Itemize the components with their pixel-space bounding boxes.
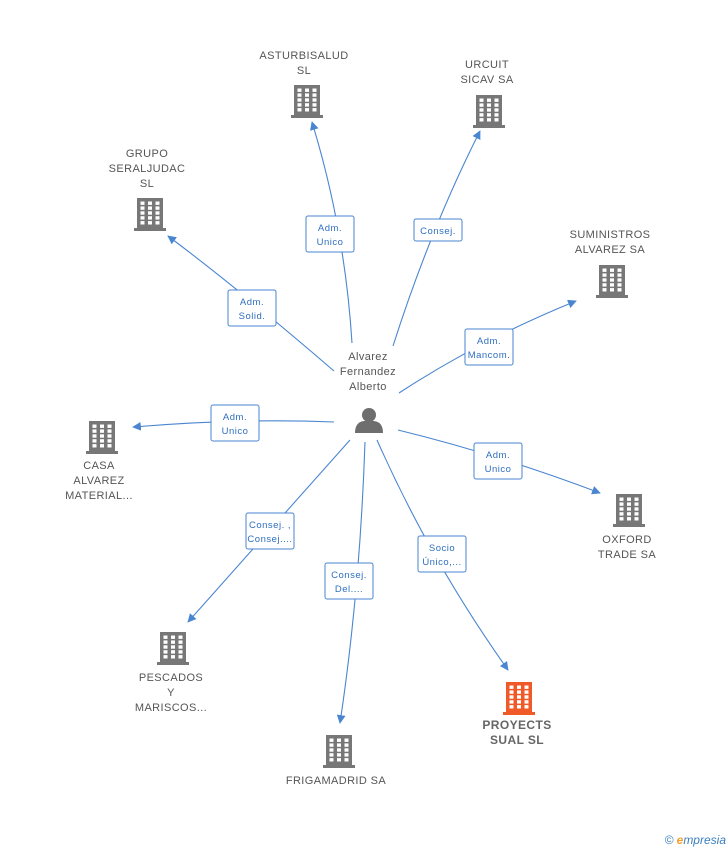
- relation-text: Unico: [222, 426, 249, 437]
- relation-text: Unico: [317, 237, 344, 248]
- company-name: ALVAREZ: [73, 475, 124, 487]
- relation-label-frigamadrid[interactable]: Consej. Del....: [324, 562, 374, 600]
- company-label-suministros[interactable]: SUMINISTROS ALVAREZ SA: [570, 229, 651, 256]
- company-name: PROYECTS: [482, 718, 551, 732]
- company-name: ALVAREZ SA: [575, 244, 645, 256]
- relation-box: [417, 535, 467, 573]
- center-person-name: Fernandez: [340, 366, 396, 378]
- company-name: SUAL SL: [490, 733, 544, 747]
- relation-text: Consej.: [420, 226, 456, 237]
- company-name: SL: [140, 178, 154, 190]
- relation-text: Consej. ,: [249, 520, 291, 531]
- relation-box: [324, 562, 374, 600]
- relation-box: [464, 328, 514, 366]
- relation-text: Consej....: [247, 534, 292, 545]
- building-icon: [503, 682, 535, 715]
- company-name: Y: [167, 687, 175, 699]
- building-icon: [613, 494, 645, 527]
- relation-label-casa[interactable]: Adm. Unico: [210, 404, 260, 442]
- brand-logo-text: mpresia: [683, 833, 726, 847]
- company-name: CASA: [83, 460, 115, 472]
- relation-text: Socio: [429, 543, 455, 554]
- relation-box: [473, 442, 523, 480]
- relation-text: Único,...: [422, 557, 461, 568]
- relation-label-proyects[interactable]: SocioÚnico,...: [417, 535, 467, 573]
- company-name: TRADE SA: [598, 549, 656, 561]
- building-icon: [473, 95, 505, 128]
- company-label-oxford[interactable]: OXFORD TRADE SA: [598, 534, 656, 561]
- company-name: SUMINISTROS: [570, 229, 651, 241]
- company-name: PESCADOS: [139, 672, 203, 684]
- company-name: GRUPO: [126, 148, 168, 160]
- relation-text: Solid.: [239, 311, 266, 322]
- relation-box: [305, 215, 355, 253]
- relation-label-grupo[interactable]: Adm. Solid.: [227, 289, 277, 327]
- company-name: MARISCOS...: [135, 702, 207, 714]
- relation-box: [227, 289, 277, 327]
- copyright-symbol: ©: [664, 833, 674, 847]
- building-icon: [134, 198, 166, 231]
- company-name: OXFORD: [602, 534, 651, 546]
- relation-label-asturbisalud[interactable]: Adm. Unico: [305, 215, 355, 253]
- relation-text: Adm.: [223, 412, 247, 423]
- relation-text: Unico: [485, 464, 512, 475]
- relation-text: Consej.: [331, 570, 367, 581]
- relation-text: Adm.: [240, 297, 264, 308]
- building-icon: [86, 421, 118, 454]
- relation-label-urcuit[interactable]: Consej.: [413, 218, 463, 242]
- company-label-grupo[interactable]: GRUPO SERALJUDAC SL: [109, 148, 186, 190]
- relation-label-pescados[interactable]: Consej. , Consej....: [245, 512, 295, 550]
- relation-box: [210, 404, 260, 442]
- company-name: ASTURBISALUD: [259, 50, 348, 62]
- building-icon: [291, 85, 323, 118]
- building-icon: [323, 735, 355, 768]
- building-icon: [157, 632, 189, 665]
- relation-labels-layer: Adm.UnicoConsej.Adm.Solid.Adm.Mancom.Adm…: [210, 215, 523, 600]
- company-label-urcuit[interactable]: URCUIT SICAV SA: [460, 59, 513, 86]
- center-person-name: Alberto: [349, 381, 387, 393]
- relation-text: Adm.: [486, 450, 510, 461]
- company-label-casa[interactable]: CASA ALVAREZ MATERIAL...: [65, 460, 133, 502]
- relation-text: Adm.: [318, 223, 342, 234]
- relation-label-suministros[interactable]: Adm. Mancom.: [464, 328, 514, 366]
- company-name: SICAV SA: [460, 74, 513, 86]
- company-name: FRIGAMADRID SA: [286, 775, 387, 787]
- relation-text: Mancom.: [468, 350, 511, 361]
- company-label-frigamadrid[interactable]: FRIGAMADRID SA: [286, 775, 387, 787]
- company-name: SL: [297, 65, 311, 77]
- company-label-pescados[interactable]: PESCADOS Y MARISCOS...: [135, 672, 207, 714]
- relation-box: [245, 512, 295, 550]
- building-icon: [596, 265, 628, 298]
- relation-text: Del....: [335, 584, 363, 595]
- company-name: SERALJUDAC: [109, 163, 186, 175]
- company-name: MATERIAL...: [65, 490, 133, 502]
- relation-box: [413, 218, 463, 242]
- relation-label-oxford[interactable]: Adm. Unico: [473, 442, 523, 480]
- relation-text: Adm.: [477, 336, 501, 347]
- company-name: URCUIT: [465, 59, 509, 71]
- empresia-watermark[interactable]: ©empresia: [665, 833, 726, 847]
- brand-logo-letter: e: [676, 833, 684, 847]
- center-person-name: Alvarez: [348, 351, 387, 363]
- person-icon: [355, 408, 383, 433]
- company-label-asturbisalud[interactable]: ASTURBISALUD SL: [259, 50, 348, 77]
